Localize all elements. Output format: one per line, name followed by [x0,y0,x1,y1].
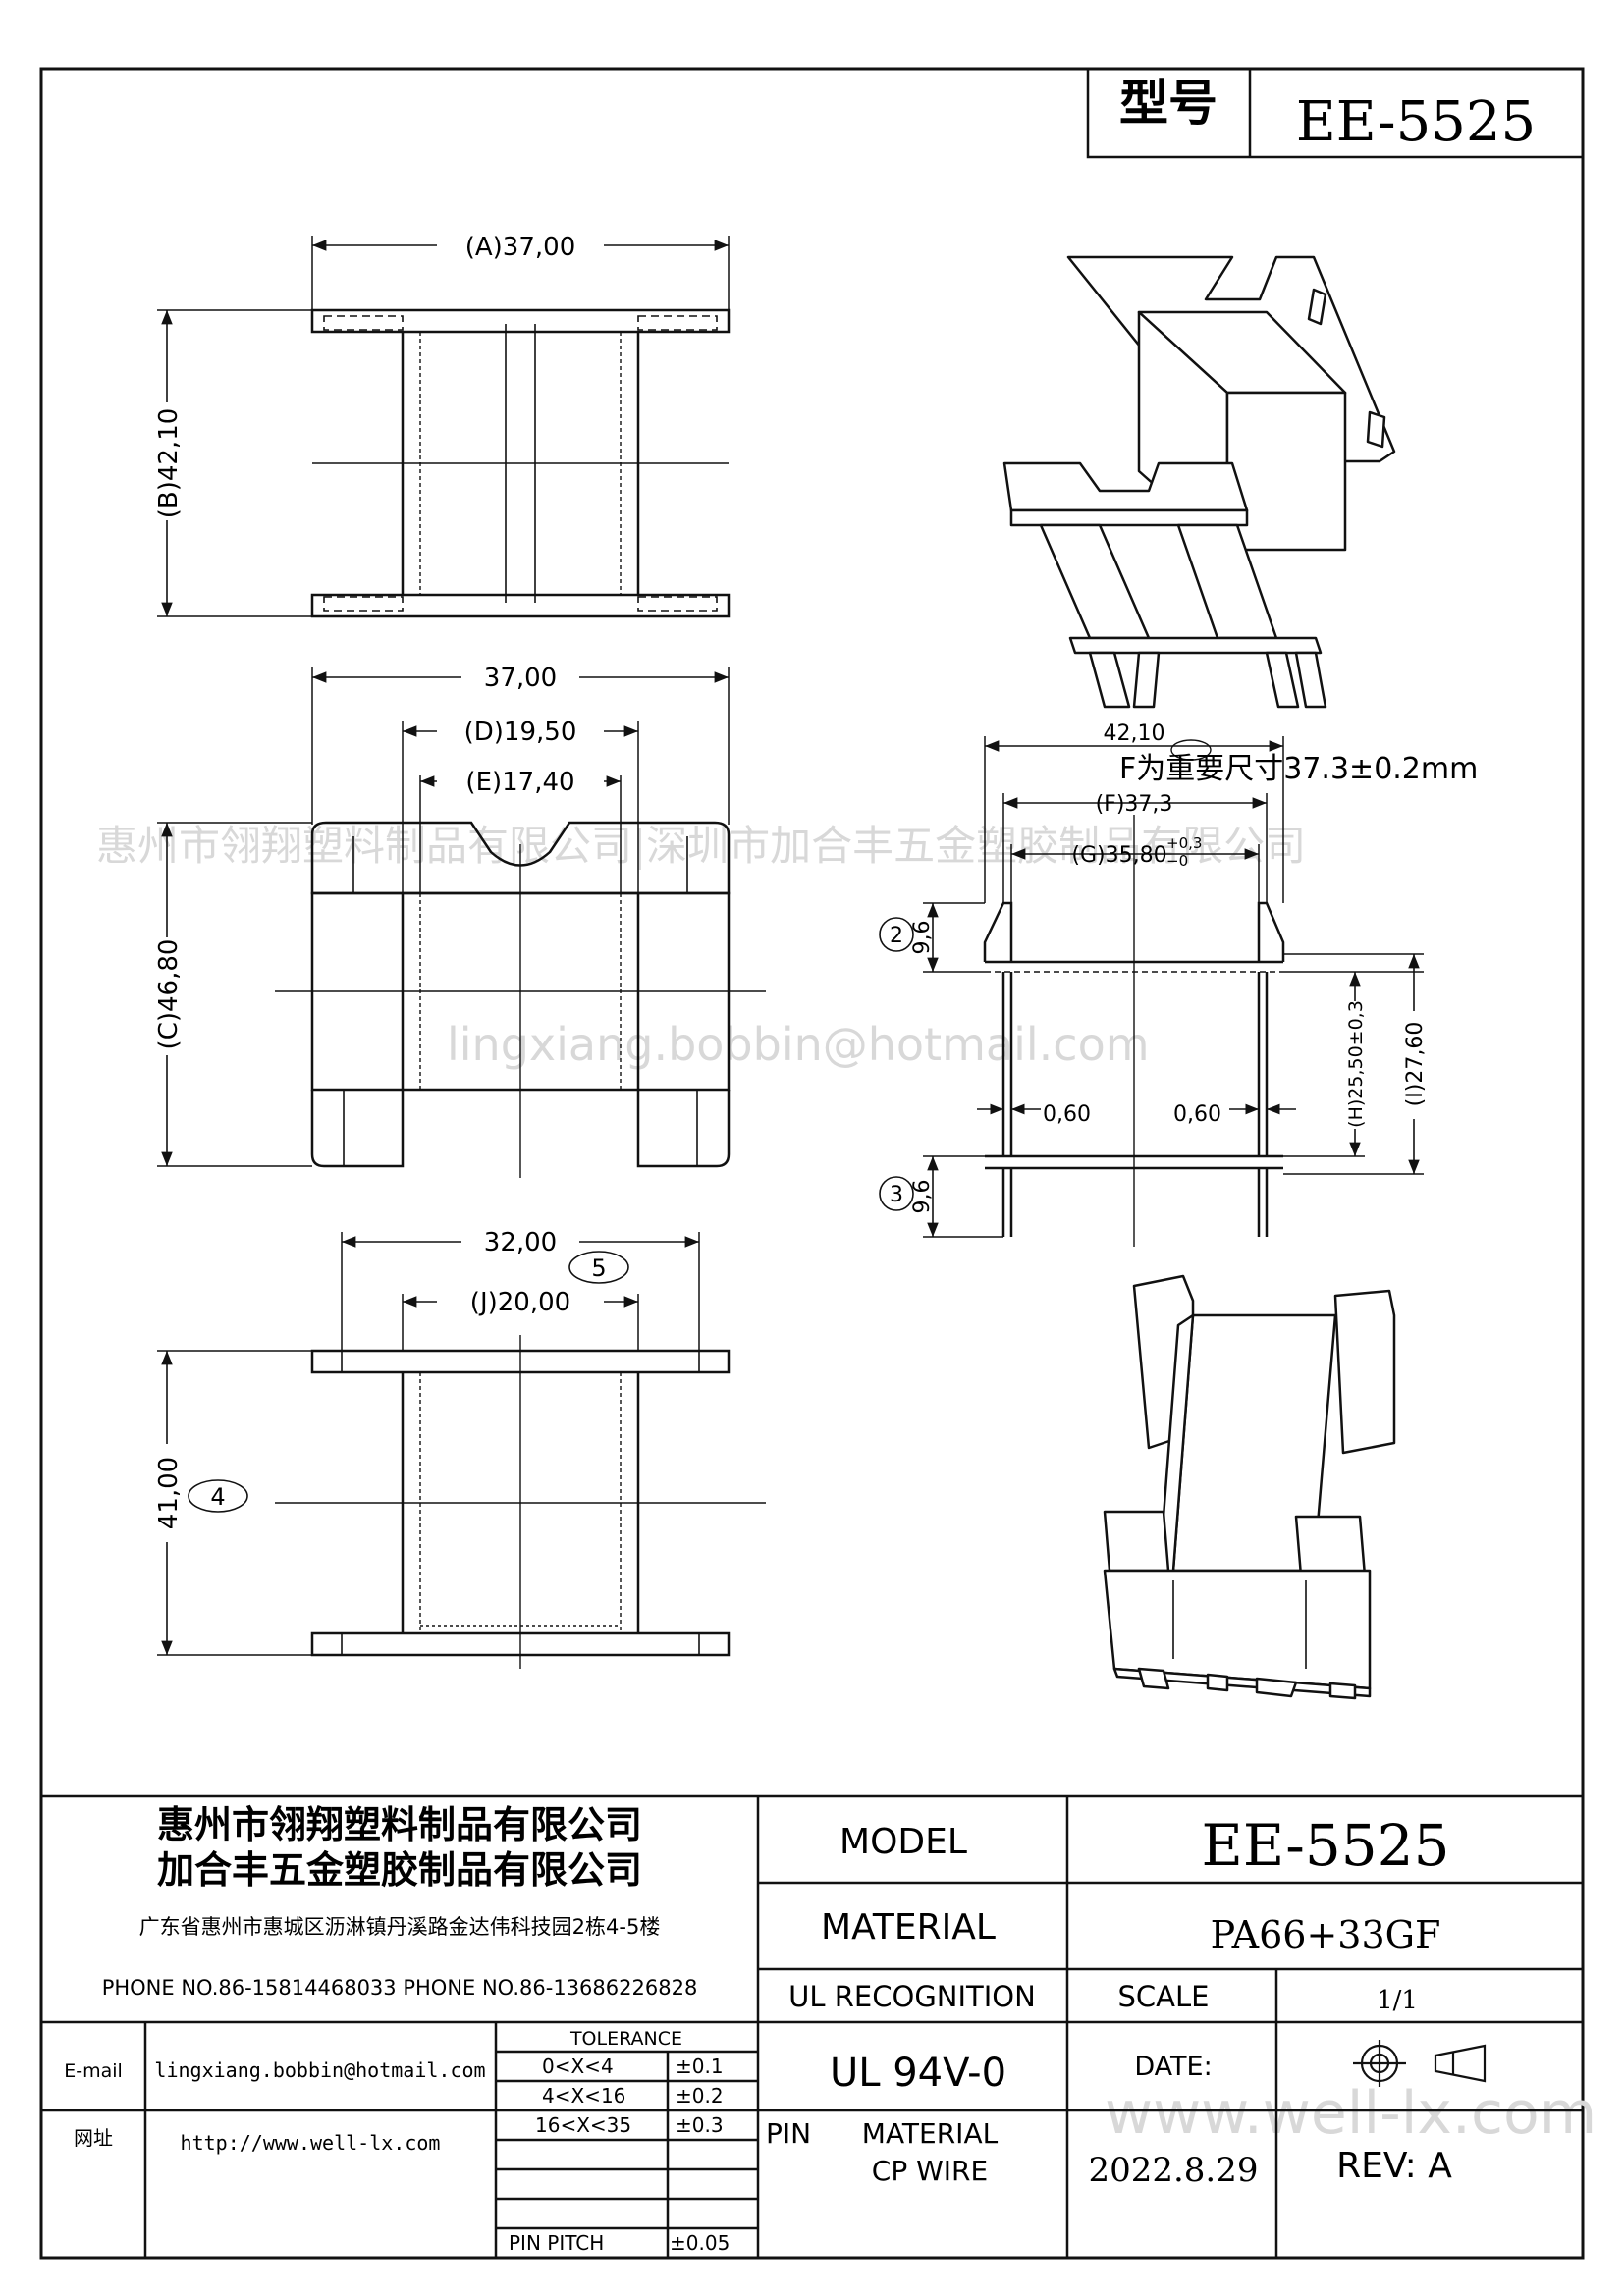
isometric-view-top [1002,255,1396,709]
email-value: lingxiang.bobbin@hotmail.com [154,2058,485,2082]
dim-j-label: (J)20,00 [470,1288,570,1317]
dim-g-tol-lower: −0 [1166,852,1188,870]
company-phones: PHONE NO.86-15814468033 PHONE NO.86-1368… [102,1976,698,2000]
rev-label: REV: A [1336,2146,1452,2186]
tolerance-range-2: 4<X<16 [542,2084,625,2108]
dim-a-label: (A)37,00 [465,233,576,262]
date-value: 2022.8.29 [1088,2151,1258,2190]
important-note: F为重要尺寸37.3±0.2mm [1119,752,1478,786]
dim-g-label: (G)35,80 [1071,843,1166,868]
model-label: MODEL [839,1822,967,1862]
dim-f-label: (F)37,3 [1096,792,1173,817]
material-value: PA66+33GF [1211,1913,1441,1956]
email-label: E-mail [64,2060,123,2082]
pin-material-value: CP WIRE [872,2155,988,2187]
pin-material-label: MATERIAL [862,2117,999,2150]
model-value: EE-5525 [1202,1812,1450,1879]
watermark-email: lingxiang.bobbin@hotmail.com [447,1018,1150,1071]
front-view [157,667,766,1178]
header-model-label: 型号 [1119,75,1218,132]
material-label: MATERIAL [821,1907,996,1948]
tolerance-range-3: 16<X<35 [535,2113,631,2137]
web-label: 网址 [74,2126,113,2150]
dim-h-label: (H)25,50±0,3 [1345,1000,1367,1128]
dim-37-label: 37,00 [484,664,557,693]
tolerance-value-3: ±0.3 [676,2113,724,2137]
ul-value: UL 94V-0 [830,2051,1006,2096]
marker-2: 2 [890,924,903,948]
scale-value: 1/1 [1377,1986,1418,2015]
dim-b-label: (B)42,10 [154,408,184,519]
tolerance-range-4: PIN PITCH [509,2231,604,2255]
tolerance-value-4: ±0.05 [670,2231,730,2255]
dim-g-tol-upper: +0,3 [1166,834,1202,852]
date-label: DATE: [1134,2052,1212,2082]
top-view [157,236,731,618]
dim-96-top-label: 9,6 [910,921,935,955]
web-value: http://www.well-lx.com [181,2131,441,2155]
isometric-view-bottom [1103,1274,1396,1700]
tolerance-value-2: ±0.2 [676,2084,724,2108]
marker-3: 3 [890,1183,903,1207]
ul-label: UL RECOGNITION [788,1980,1036,2013]
dim-41-label: 41,00 [154,1457,184,1529]
tolerance-range-1: 0<X<4 [542,2055,614,2078]
dim-c-label: (C)46,80 [154,939,184,1050]
marker-5: 5 [591,1255,606,1282]
company-name-2: 加合丰五金塑胶制品有限公司 [157,1848,642,1892]
dim-pin-left-label: 0,60 [1043,1102,1091,1127]
tolerance-title: TOLERANCE [569,2028,682,2050]
title-block-lines [41,1794,1583,2258]
header-model-value: EE-5525 [1296,90,1536,154]
dim-i-label: (I)27,60 [1403,1022,1428,1107]
scale-label: SCALE [1118,1980,1210,2013]
dim-42-label: 42,10 [1104,721,1165,746]
projection-symbol-icon [1353,2040,1487,2087]
watermark-company: 惠州市翎翔塑料制品有限公司|深圳市加合丰五金塑胶制品有限公司 [96,822,1306,870]
dim-d-label: (D)19,50 [464,718,577,747]
watermark-site: www.well-lx.com [1105,2079,1597,2148]
tolerance-value-1: ±0.1 [676,2055,724,2078]
marker-4: 4 [210,1483,225,1511]
dim-96-bottom-label: 9,6 [910,1180,935,1214]
dim-e-label: (E)17,40 [465,768,574,797]
header-model-box: 型号 EE-5525 [1086,67,1585,159]
dim-pin-right-label: 0,60 [1173,1102,1221,1127]
dim-32-label: 32,00 [484,1228,557,1257]
pin-label: PIN [766,2117,811,2150]
side-view [879,736,1424,1247]
drawing-border [39,67,1585,2260]
company-address: 广东省惠州市惠城区沥淋镇丹溪路金达伟科技园2栋4-5楼 [139,1915,661,1939]
company-name-1: 惠州市翎翔塑料制品有限公司 [157,1803,642,1846]
